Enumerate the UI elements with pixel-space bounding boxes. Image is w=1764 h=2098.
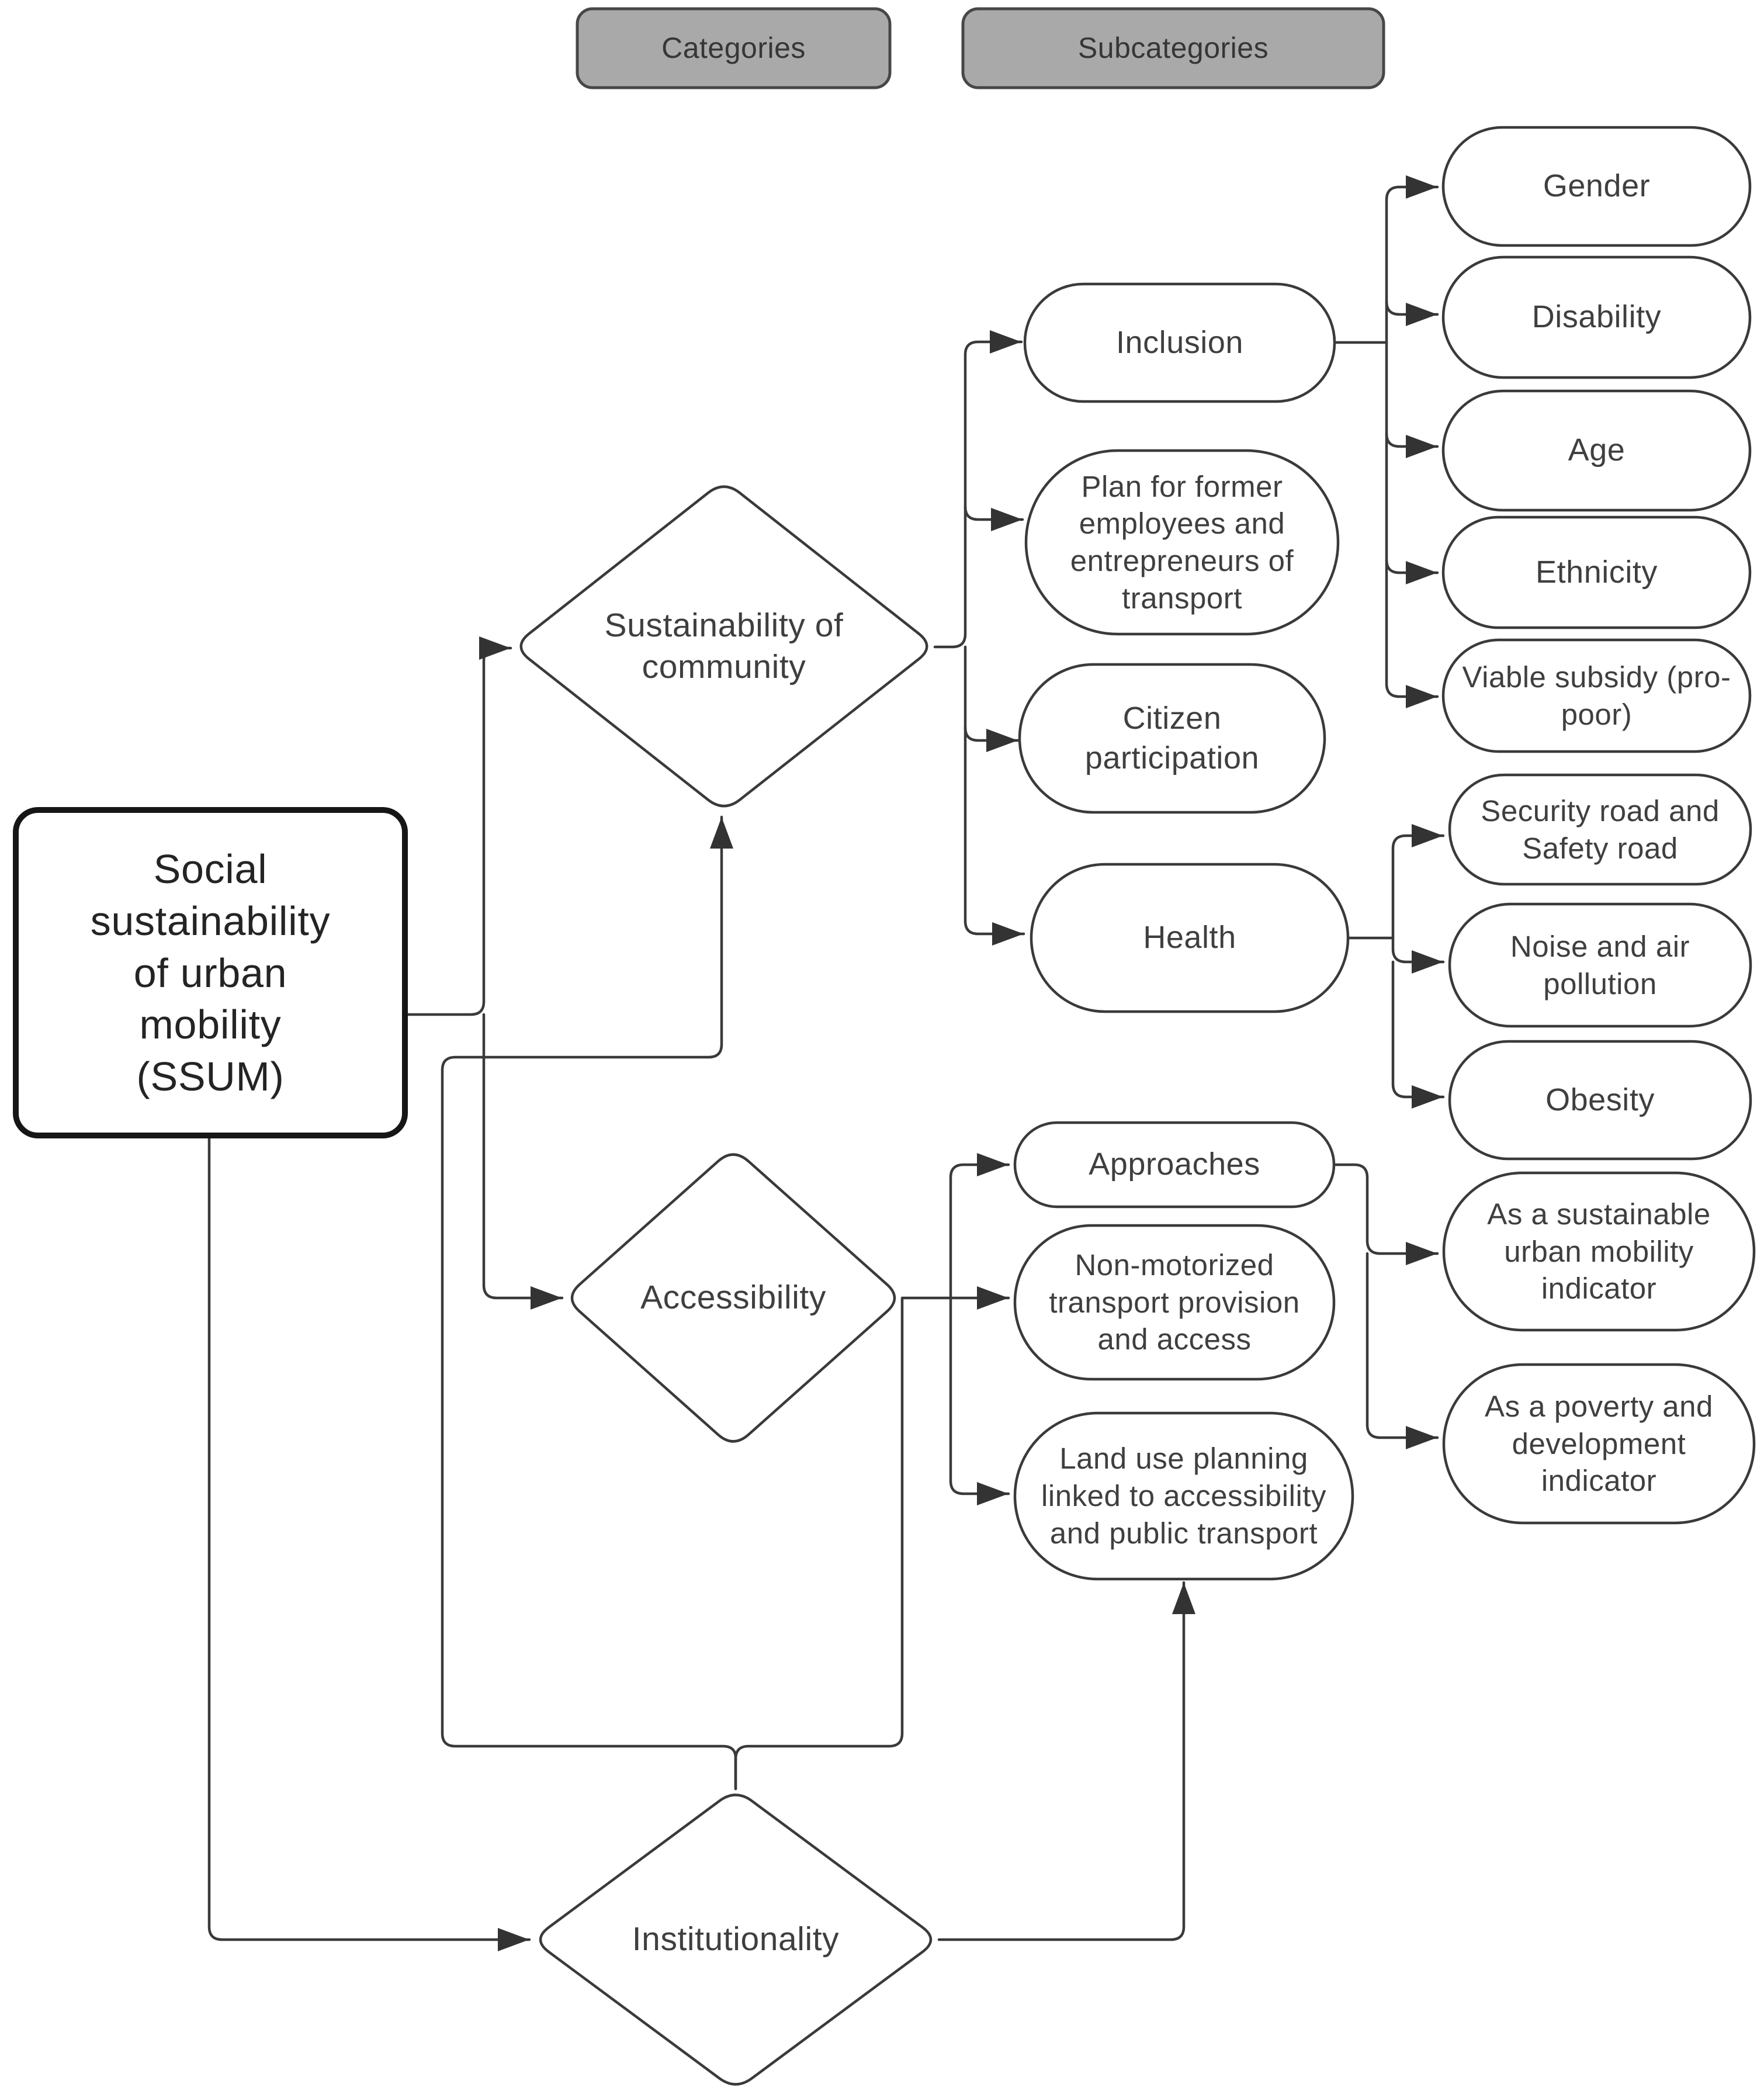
sustainable-label: As a sustainable urban mobility indicato…: [1487, 1197, 1711, 1306]
edge-inclusion-age: [1385, 432, 1439, 458]
security-shape: [1448, 773, 1752, 886]
accessibility-label: Accessibility: [640, 1279, 826, 1317]
viable-shape: [1441, 638, 1752, 753]
community-label: Sustainability of community: [604, 606, 844, 686]
edge-community-citizen: [964, 726, 1020, 752]
poverty-label: As a poverty and development indicator: [1485, 1389, 1713, 1498]
age-label: Age: [1568, 432, 1626, 468]
subcategories-header-shape: [961, 7, 1385, 89]
noise-shape: [1448, 902, 1752, 1028]
edge-health-obesity: [1391, 960, 1445, 1109]
ssum-shape: [13, 807, 408, 1138]
approaches-label: Approaches: [1089, 1147, 1260, 1182]
noise-label: Noise and air pollution: [1510, 929, 1690, 1000]
institutionality-label: Institutionality: [632, 1920, 840, 1958]
edge-community-plan: [964, 505, 1024, 531]
inclusion-shape: [1023, 282, 1336, 403]
edge-approaches-poverty: [1366, 1252, 1439, 1449]
inclusion-label: Inclusion: [1116, 324, 1243, 360]
plan-shape: [1024, 449, 1340, 636]
obesity-label: Obesity: [1545, 1082, 1655, 1117]
sustainable-shape: [1442, 1171, 1756, 1332]
edge-accessibility-approaches: [949, 1153, 1010, 1300]
community-diamond-shape: [519, 485, 928, 808]
edge-ssum-institutionality: [207, 1134, 531, 1951]
categories-header-shape: [576, 7, 892, 89]
ethnicity-label: Ethnicity: [1536, 554, 1658, 590]
edge-inclusion-disability: [1385, 300, 1439, 326]
health-label: Health: [1143, 920, 1236, 955]
edge-inclusion-viable: [1385, 341, 1439, 708]
edge-institutionality-accessibility: [734, 1297, 904, 1791]
poverty-shape: [1442, 1363, 1756, 1525]
edge-community-health: [964, 645, 1025, 946]
health-shape: [1030, 863, 1350, 1013]
edge-inclusion-gender: [1385, 175, 1439, 344]
edges: [207, 175, 1445, 1951]
accessibility-diamond-shape: [570, 1153, 896, 1443]
edge-ssum-community: [403, 636, 512, 1016]
disability-label: Disability: [1531, 299, 1662, 335]
gender-label: Gender: [1543, 168, 1651, 204]
approaches-shape: [1013, 1121, 1336, 1209]
edge-inclusion-ethnicity: [1385, 558, 1439, 584]
citizen-shape: [1018, 663, 1326, 814]
edge-community-inclusion: [933, 330, 1023, 649]
ethnicity-shape: [1441, 515, 1752, 629]
edge-health-security: [1391, 824, 1445, 940]
nonmotor-shape: [1013, 1224, 1336, 1381]
age-shape: [1441, 389, 1752, 512]
categories-header-label: Categories: [661, 32, 806, 65]
edge-approaches-sustainable: [1332, 1163, 1439, 1265]
edge-accessibility-landuse: [949, 1296, 1010, 1505]
institutionality-diamond-shape: [539, 1794, 933, 2086]
edge-health-noise: [1391, 936, 1445, 974]
gender-shape: [1441, 126, 1752, 247]
landuse-label: Land use planning linked to accessibilit…: [1041, 1442, 1326, 1550]
nonmotor-label: Non-motorized transport provision and ac…: [1049, 1248, 1300, 1356]
security-label: Security road and Safety road: [1481, 794, 1720, 865]
obesity-shape: [1448, 1040, 1752, 1161]
subcategories-header-label: Subcategories: [1077, 32, 1269, 65]
plan-label: Plan for former employees and entreprene…: [1070, 469, 1294, 615]
viable-label: Viable subsidy (pro-poor): [1462, 660, 1731, 731]
ssum-label: Social sustainability of urban mobility …: [90, 846, 331, 1100]
edge-institutionality-community: [441, 815, 737, 1791]
edge-institutionality-landuse: [937, 1581, 1195, 1941]
edge-ssum-accessibility: [482, 1013, 564, 1310]
citizen-label: Citizen participation: [1084, 701, 1260, 776]
disability-shape: [1441, 255, 1752, 379]
landuse-shape: [1013, 1411, 1354, 1581]
